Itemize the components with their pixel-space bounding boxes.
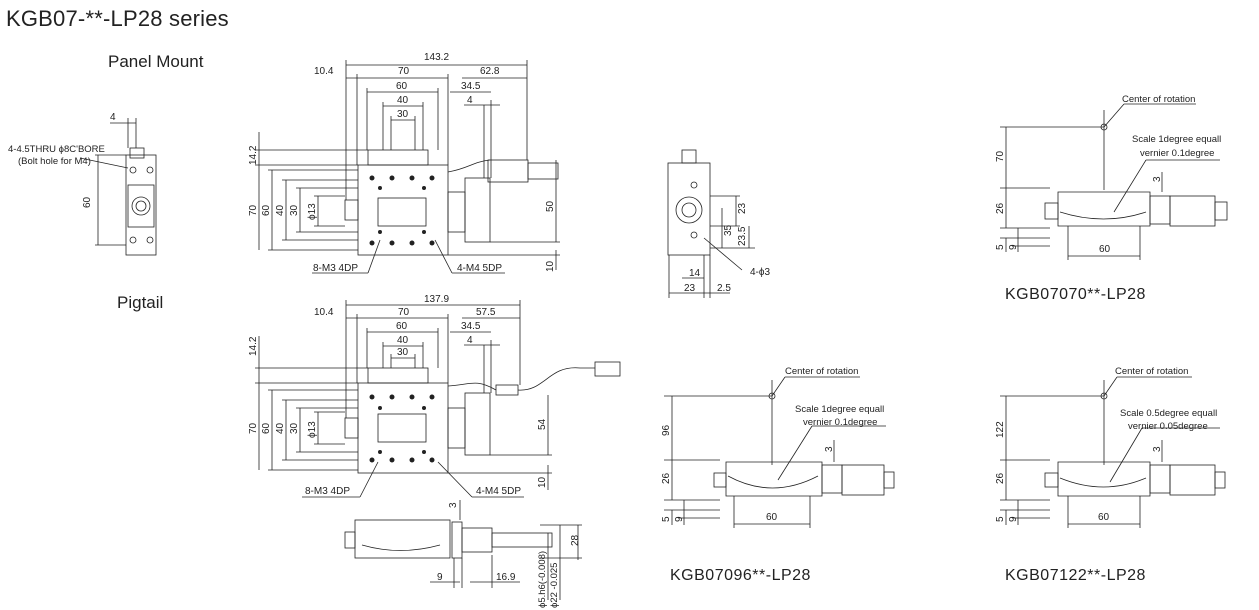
pig-dim-v10: 10 xyxy=(537,476,548,488)
panel-front-bolt-note-2: (Bolt hole for M4) xyxy=(18,156,91,167)
panel-front-bolt-note: 4-4.5THRU ϕ8C'BORE xyxy=(8,144,105,155)
s096-vernier-label: vernier 0.1degree xyxy=(803,417,877,428)
pig-dim-40: 40 xyxy=(397,335,409,346)
s096-dim-v26: 26 xyxy=(661,472,672,484)
panel-dim-v10: 10 xyxy=(545,260,556,272)
pig-side-dim-28: 28 xyxy=(570,534,581,546)
s122-scale-label: Scale 0.5degree equall xyxy=(1120,408,1217,419)
pig-m3-note: 8-M3 4DP xyxy=(305,486,350,497)
pig-side-dim-16-9: 16.9 xyxy=(496,572,516,583)
pig-side-dia-5: ϕ5.h6(-0.008) xyxy=(537,551,548,608)
s096-center-label: Center of rotation xyxy=(785,366,858,377)
pigtail-side-view xyxy=(344,519,582,600)
s096-dim-v5: 5 xyxy=(661,516,672,522)
mid-dim-23: 23 xyxy=(684,283,696,294)
s122-vernier-label: vernier 0.05degree xyxy=(1128,421,1208,432)
s070-dim-v9: 9 xyxy=(1008,244,1019,250)
s096-dim-v9: 9 xyxy=(674,516,685,522)
pig-dim-v40: 40 xyxy=(275,422,286,434)
pig-side-dia-22: ϕ22 -0.025 xyxy=(549,563,560,608)
s070-scale-label: Scale 1degree equall xyxy=(1132,134,1221,145)
panel-mount-heading: Panel Mount xyxy=(108,52,204,71)
panel-dim-4: 4 xyxy=(467,95,473,106)
panel-dim-62-8: 62.8 xyxy=(480,66,500,77)
panel-dim-v30: 30 xyxy=(289,204,300,216)
pigtail-heading: Pigtail xyxy=(117,293,164,312)
pig-dim-10-4: 10.4 xyxy=(314,307,334,318)
panel-dim-v13: ϕ13 xyxy=(307,203,318,220)
mid-dim-v23-5: 23.5 xyxy=(737,226,748,246)
s122-dim-v122: 122 xyxy=(995,421,1006,438)
s070-center-label: Center of rotation xyxy=(1122,94,1195,105)
panel-dim-v50: 50 xyxy=(545,200,556,212)
pig-dim-v14-2: 14.2 xyxy=(248,336,259,356)
pig-dim-60: 60 xyxy=(396,321,408,332)
pig-dim-34-5: 34.5 xyxy=(461,321,481,332)
s070-dim-v26: 26 xyxy=(995,202,1006,214)
s122-dim-v26: 26 xyxy=(995,472,1006,484)
panel-dim-143: 143.2 xyxy=(424,52,449,63)
panel-dim-60: 60 xyxy=(396,81,408,92)
mid-holes-note: 4-ϕ3 xyxy=(750,267,770,278)
pig-dim-57-5: 57.5 xyxy=(476,307,496,318)
pig-dim-v60: 60 xyxy=(261,422,272,434)
pig-dim-v70: 70 xyxy=(248,422,259,434)
pigtail-top-holes xyxy=(369,394,435,463)
panel-top-holes xyxy=(369,175,435,246)
pig-m4-note: 4-M4 5DP xyxy=(476,486,521,497)
s122-dim-v3: 3 xyxy=(1152,446,1163,452)
model-label-122: KGB07122**-LP28 xyxy=(1005,567,1146,584)
middle-side-view xyxy=(667,149,755,298)
pig-dim-v30: 30 xyxy=(289,422,300,434)
panel-dim-v60: 60 xyxy=(261,204,272,216)
s122-dim-v9: 9 xyxy=(1008,516,1019,522)
side-070-view xyxy=(1000,103,1228,260)
mid-dim-v23: 23 xyxy=(737,202,748,214)
side-122-view xyxy=(1000,376,1226,528)
s122-dim-v5: 5 xyxy=(995,516,1006,522)
pig-dim-4: 4 xyxy=(467,335,473,346)
s096-scale-label: Scale 1degree equall xyxy=(795,404,884,415)
s070-dim-v70: 70 xyxy=(995,150,1006,162)
panel-dim-40: 40 xyxy=(397,95,409,106)
model-label-096: KGB07096**-LP28 xyxy=(670,567,811,584)
pigtail-top-view xyxy=(255,300,621,520)
model-label-070: KGB07070**-LP28 xyxy=(1005,286,1146,303)
pig-dim-137: 137.9 xyxy=(424,294,449,305)
s096-dim-60: 60 xyxy=(766,512,778,523)
mid-dim-v35: 35 xyxy=(723,224,734,236)
s122-center-label: Center of rotation xyxy=(1115,366,1188,377)
s070-vernier-label: vernier 0.1degree xyxy=(1140,148,1214,159)
pig-side-dim-9: 9 xyxy=(437,572,443,583)
panel-m4-note: 4-M4 5DP xyxy=(457,263,502,274)
s096-dim-v3: 3 xyxy=(824,446,835,452)
panel-dim-10-4: 10.4 xyxy=(314,66,334,77)
pig-dim-70: 70 xyxy=(398,307,410,318)
pig-dim-v54: 54 xyxy=(537,418,548,430)
panel-top-view xyxy=(255,60,560,274)
s096-dim-v96: 96 xyxy=(661,424,672,436)
mid-dim-14: 14 xyxy=(689,268,701,279)
panel-dim-34-5: 34.5 xyxy=(461,81,481,92)
panel-dim-v14-2: 14.2 xyxy=(248,145,259,165)
s122-dim-60: 60 xyxy=(1098,512,1110,523)
page-title: KGB07-**-LP28 series xyxy=(6,6,229,31)
pig-dim-v13: ϕ13 xyxy=(307,421,318,438)
panel-dim-v40: 40 xyxy=(275,204,286,216)
panel-front-dim-4: 4 xyxy=(110,112,116,123)
panel-front-dim-60: 60 xyxy=(82,196,93,208)
panel-m3-note: 8-M3 4DP xyxy=(313,263,358,274)
s070-dim-60: 60 xyxy=(1099,244,1111,255)
pig-dim-30: 30 xyxy=(397,347,409,358)
panel-dim-30: 30 xyxy=(397,109,409,120)
panel-front-view xyxy=(79,118,157,256)
panel-dim-70: 70 xyxy=(398,66,410,77)
mid-dim-2-5: 2.5 xyxy=(717,283,731,294)
panel-dim-v70: 70 xyxy=(248,204,259,216)
s070-dim-v3: 3 xyxy=(1152,176,1163,182)
side-096-view xyxy=(664,376,895,528)
s070-dim-v5: 5 xyxy=(995,244,1006,250)
pig-dim-3: 3 xyxy=(448,502,459,508)
